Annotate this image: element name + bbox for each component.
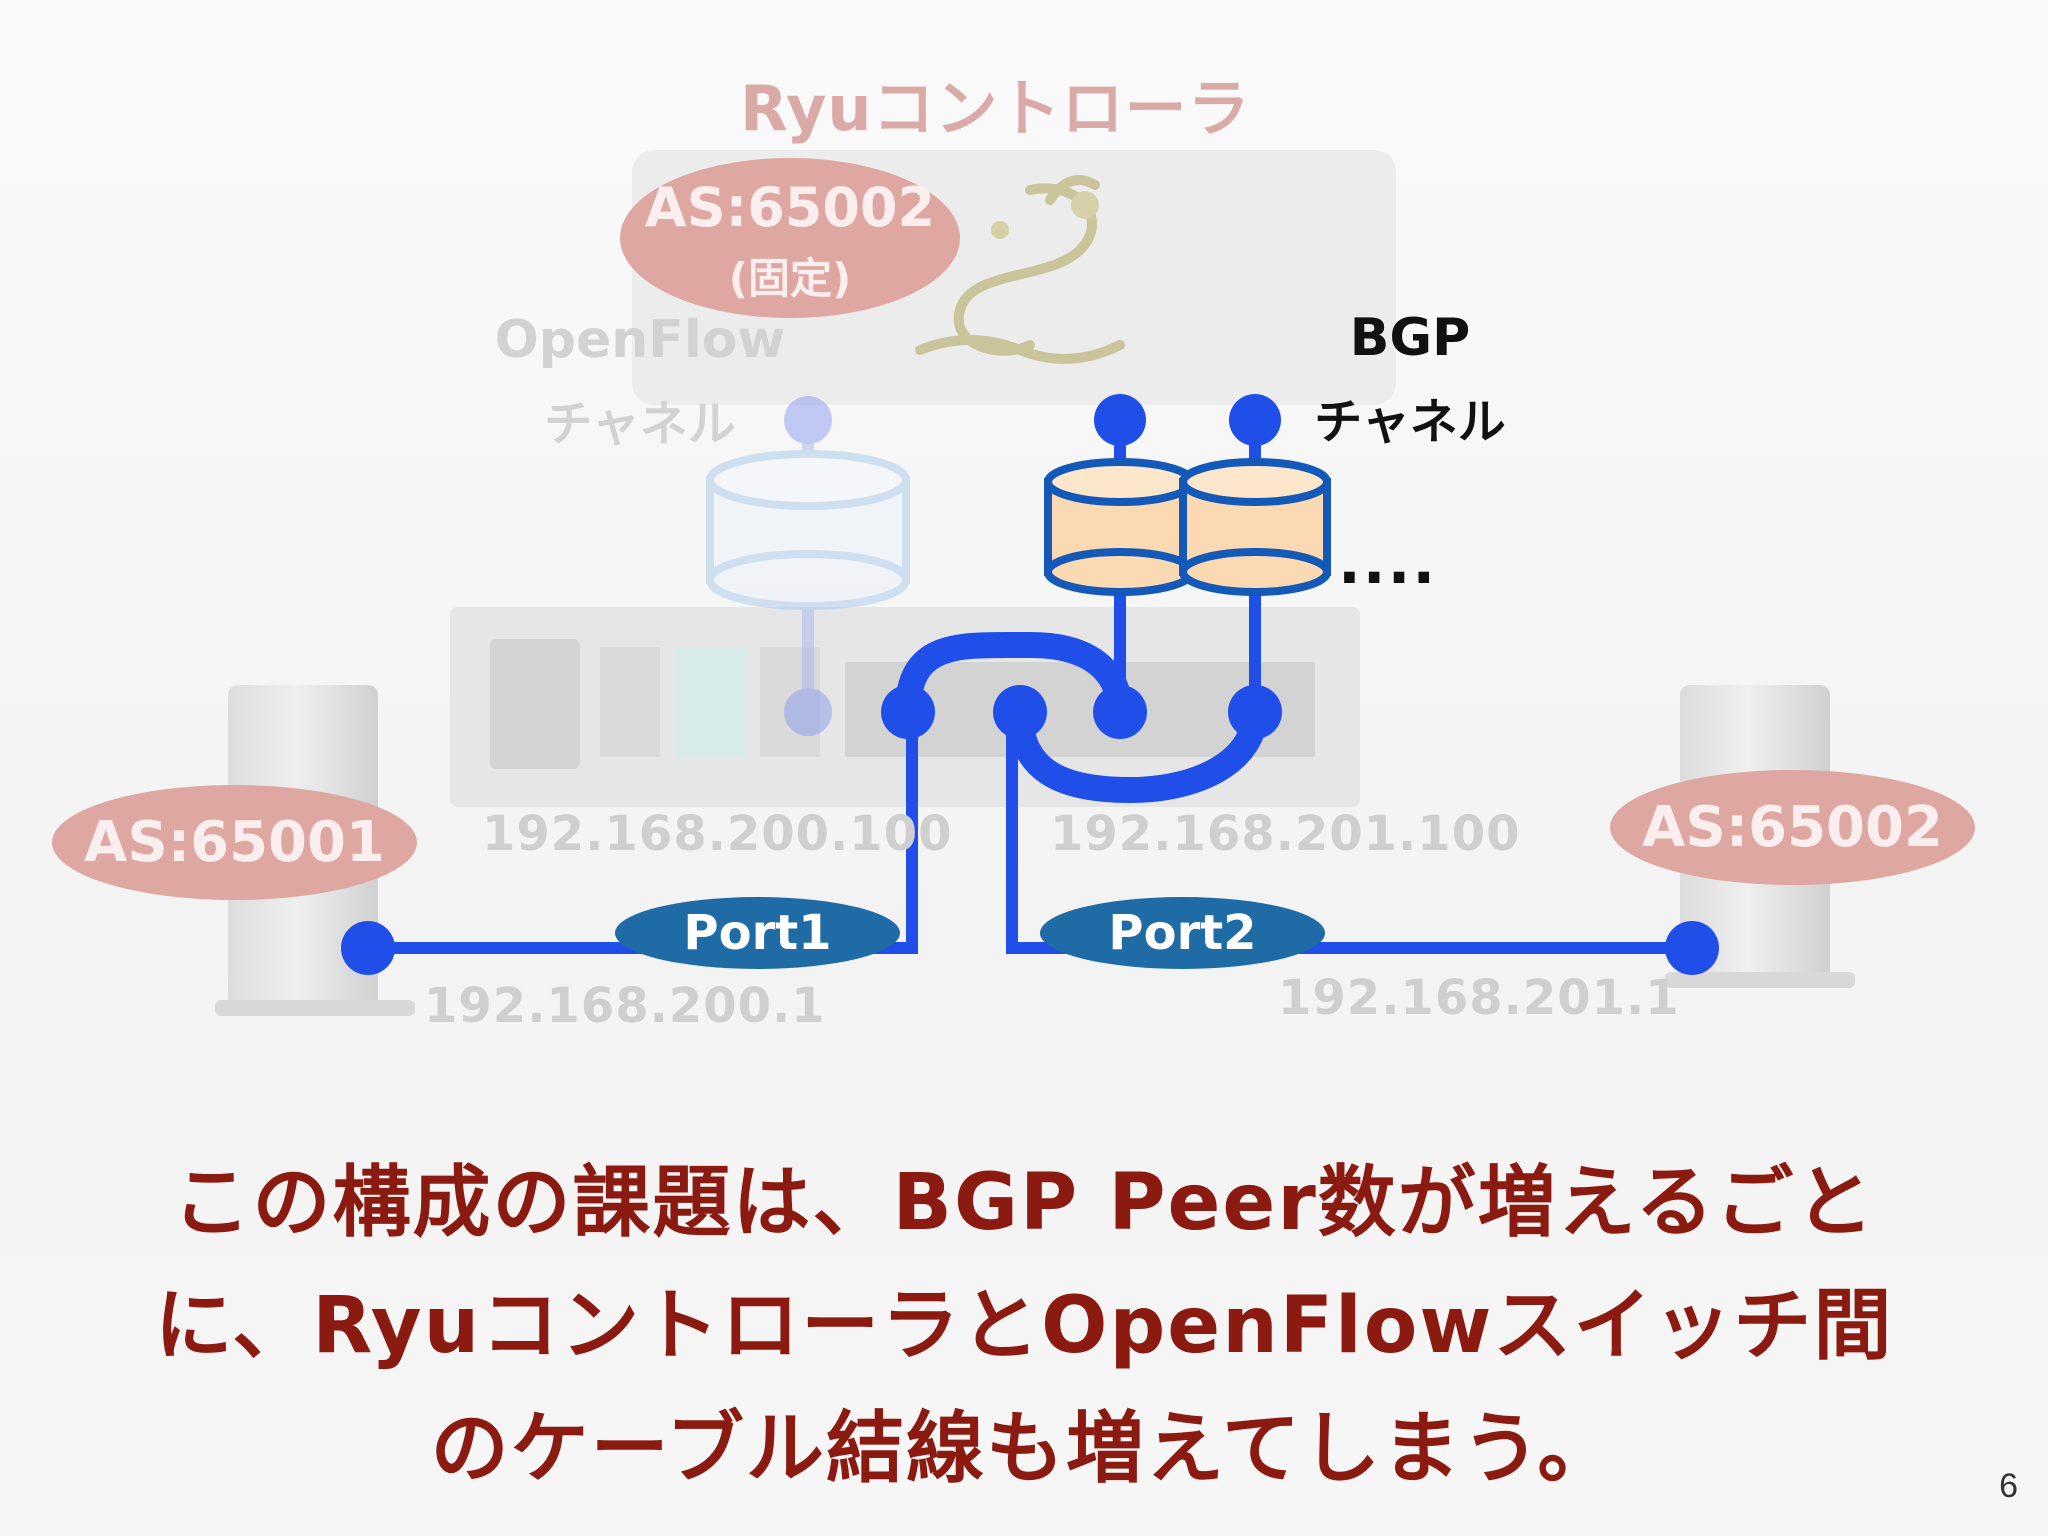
caption-line-3: のケーブル結線も増えてしまう。: [430, 1404, 1618, 1494]
openflow-channel-label: OpenFlow チャネル: [480, 310, 800, 454]
caption-line-2: に、RyuコントローラとOpenFlowスイッチ間: [154, 1281, 1894, 1371]
left-router-base: [215, 1000, 415, 1016]
bgp-label-line2: チャネル: [1314, 394, 1506, 450]
port1-badge: Port1: [615, 897, 900, 969]
ip-left-router: 192.168.200.1: [424, 978, 826, 1034]
controller-as-note: (固定): [728, 254, 852, 303]
more-peers-ellipsis: ....: [1338, 528, 1438, 598]
page-number: 6: [1999, 1467, 2018, 1505]
controller-title: Ryuコントローラ: [740, 72, 1251, 145]
loop-cable-upper: [895, 631, 1133, 713]
right-as-bubble: AS:65002: [1610, 770, 1975, 885]
dragon-logo-icon: [915, 175, 1125, 364]
openflow-label-line1: OpenFlow: [494, 310, 786, 370]
ip-port1-switch: 192.168.200.100: [482, 806, 953, 862]
bgp-channel-label: BGP チャネル: [1300, 308, 1520, 452]
port2-badge: Port2: [1040, 897, 1325, 969]
loop-cable-lower: [1007, 711, 1268, 804]
left-as-bubble: AS:65001: [52, 785, 417, 900]
bgp-port-cylinder-1: [1044, 458, 1196, 596]
ip-right-router: 192.168.201.1: [1278, 970, 1680, 1026]
openflow-port: [706, 396, 910, 736]
caption-line-1: この構成の課題は、BGP Peer数が増えるごと: [172, 1158, 1876, 1248]
controller-as-bubble: AS:65002 (固定): [620, 158, 960, 318]
bgp-port-cylinder-2: [1179, 458, 1331, 596]
bgp-label-line1: BGP: [1349, 308, 1471, 368]
network-diagram: [341, 394, 1719, 975]
right-router-base: [1665, 972, 1855, 988]
openflow-label-line2: チャネル: [544, 396, 736, 452]
ip-port2-switch: 192.168.201.100: [1050, 806, 1521, 862]
controller-as-label: AS:65002: [644, 176, 936, 239]
